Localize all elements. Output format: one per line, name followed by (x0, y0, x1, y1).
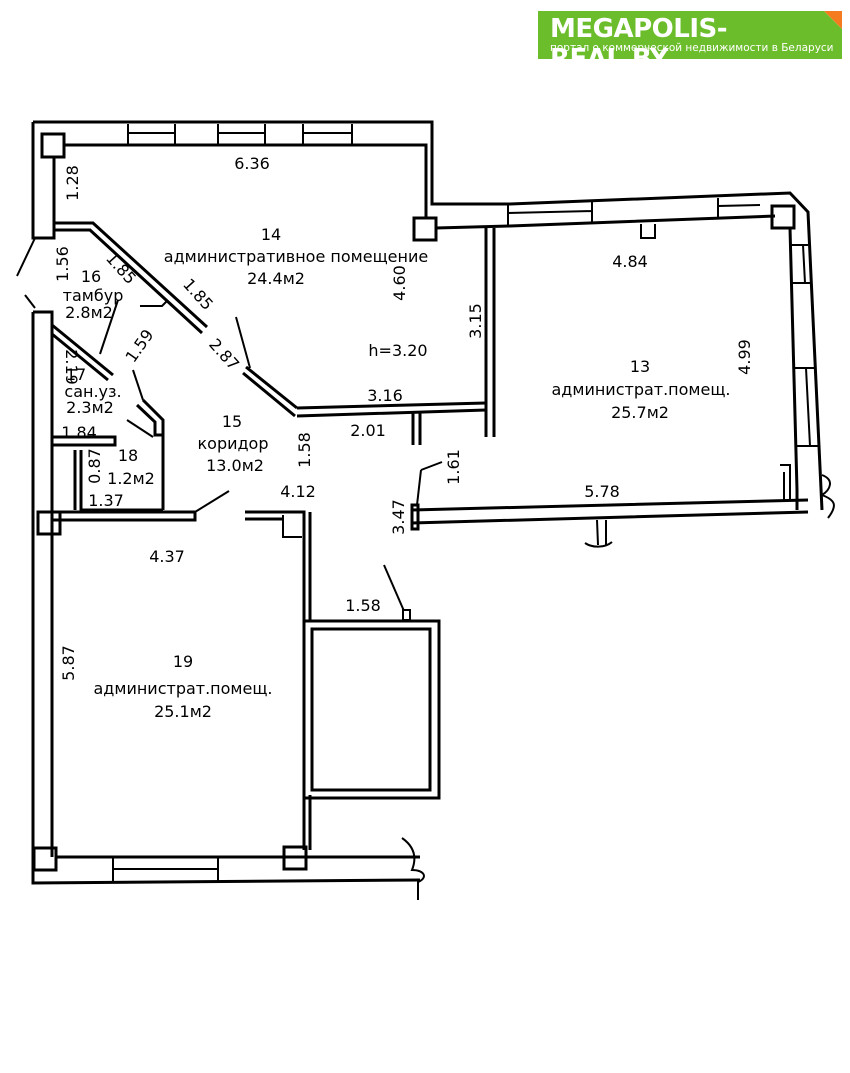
partition-14-13 (484, 228, 496, 437)
room-13-area: 25.7м2 (611, 403, 669, 422)
room-14-name: административное помещение (164, 247, 428, 266)
dim-412: 4.12 (280, 482, 316, 501)
angled-wall-sanuzel (51, 323, 114, 382)
logo-tagline: портал о коммерческой недвижимости в Бел… (550, 42, 834, 54)
ceiling-height: h=3.20 (368, 341, 427, 360)
dim-587: 5.87 (59, 645, 78, 681)
room-labels: 14 административное помещение 24.4м2 h=3… (63, 225, 731, 721)
room-16-name: тамбур (63, 286, 124, 305)
break-line-right (819, 474, 835, 519)
break-line-bottom (401, 837, 425, 900)
room-19-number: 19 (173, 652, 193, 671)
room-13-name: администрат.помещ. (552, 380, 731, 399)
room-19-name: администрат.помещ. (94, 679, 273, 698)
dim-161: 1.61 (444, 449, 463, 485)
dim-636: 6.36 (234, 154, 270, 173)
dim-316: 3.16 (367, 386, 403, 405)
dim-484: 4.84 (612, 252, 648, 271)
dim-158-a: 1.58 (295, 432, 314, 468)
window-bottom-19 (112, 857, 219, 882)
column-top-left (40, 132, 66, 159)
inner-wall-top-14 (63, 143, 428, 218)
door-swing-18 (126, 419, 154, 438)
wall-room-18 (73, 450, 163, 512)
shaft-outer (302, 619, 441, 800)
radiator-niche (640, 224, 656, 239)
door-swing-sanuzel (132, 369, 144, 401)
wall-sanuzel-right (135, 398, 165, 510)
dim-087: 0.87 (85, 448, 104, 484)
room-15-name: коридор (197, 434, 268, 453)
door-swing-161 (416, 461, 443, 506)
column-mid-left (36, 510, 62, 536)
wall-bottom-15-left (52, 510, 197, 522)
column-bottom-mid (282, 845, 308, 871)
door-swing-287 (235, 316, 251, 369)
angled-wall-185 (54, 221, 209, 335)
wall-412 (245, 510, 312, 620)
logo-corner-fold (824, 11, 842, 29)
wall-bottom-14 (296, 401, 487, 418)
windows-right-13 (790, 244, 818, 447)
column-bottom-left (32, 846, 58, 872)
room-14-area: 24.4м2 (247, 269, 305, 288)
column-top-mid (412, 216, 438, 242)
room-16-number: 16 (81, 267, 101, 286)
walls (16, 120, 835, 900)
dim-287: 2.87 (205, 335, 243, 374)
door-swing-15 (194, 490, 230, 513)
dim-128: 1.28 (63, 165, 82, 201)
dim-184: 1.84 (61, 423, 97, 442)
wall-left-upper (31, 122, 56, 240)
room-15-number: 15 (222, 412, 242, 431)
wall-left-lower (31, 310, 421, 885)
entry-door-swing (16, 237, 36, 309)
door-swing-158 (383, 564, 405, 612)
dim-201: 2.01 (350, 421, 386, 440)
room-17-area: 2.3м2 (66, 398, 114, 417)
wall-stub-14 (411, 412, 422, 445)
dim-437: 4.37 (149, 547, 185, 566)
wall-184 (52, 435, 117, 447)
angled-wall-287 (242, 365, 298, 418)
door-stub-158 (402, 609, 411, 621)
shaft-inner (310, 627, 432, 792)
corner-detail-right (780, 464, 791, 500)
room-17-number: 17 (66, 365, 86, 384)
windows-top (127, 124, 353, 145)
room-14-number: 14 (261, 225, 281, 244)
outer-wall-top (33, 120, 824, 511)
dim-219: 2.19 (62, 349, 81, 385)
column-top-right (770, 204, 796, 230)
dim-315: 3.15 (466, 303, 485, 339)
inner-wall-top-13 (435, 214, 776, 230)
dim-185-a: 1.85 (102, 249, 140, 288)
dim-460: 4.60 (390, 265, 409, 301)
door-stub-185 (140, 299, 169, 307)
inner-wall-right-13 (788, 227, 799, 510)
windows-top-13 (507, 198, 761, 226)
site-logo-banner[interactable]: MEGAPOLIS-REAL.BY портал о коммерческой … (538, 11, 842, 74)
dim-159: 1.59 (121, 326, 157, 366)
dim-156: 1.56 (53, 246, 72, 282)
door-swing-tambur (99, 299, 119, 355)
dim-158-b: 1.58 (345, 596, 381, 615)
logo-brand: MEGAPOLIS-REAL.BY (550, 14, 728, 74)
room-18-area: 1.2м2 (107, 469, 155, 488)
room-18-number: 18 (118, 446, 138, 465)
room-17-name: сан.уз. (64, 382, 121, 401)
dim-578: 5.78 (584, 482, 620, 501)
column-detail-412 (282, 515, 302, 538)
room-15-area: 13.0м2 (206, 456, 264, 475)
wall-end-stub (410, 503, 420, 531)
wall-right-19 (302, 795, 312, 850)
wall-bottom-13 (411, 498, 809, 525)
room-16-area: 2.8м2 (65, 303, 113, 322)
room-13-number: 13 (630, 357, 650, 376)
room-19-area: 25.1м2 (154, 702, 212, 721)
wall-stub-bottom-13 (584, 519, 613, 548)
dim-499: 4.99 (735, 339, 754, 375)
dim-137: 1.37 (88, 491, 124, 510)
dim-347: 3.47 (389, 499, 408, 535)
